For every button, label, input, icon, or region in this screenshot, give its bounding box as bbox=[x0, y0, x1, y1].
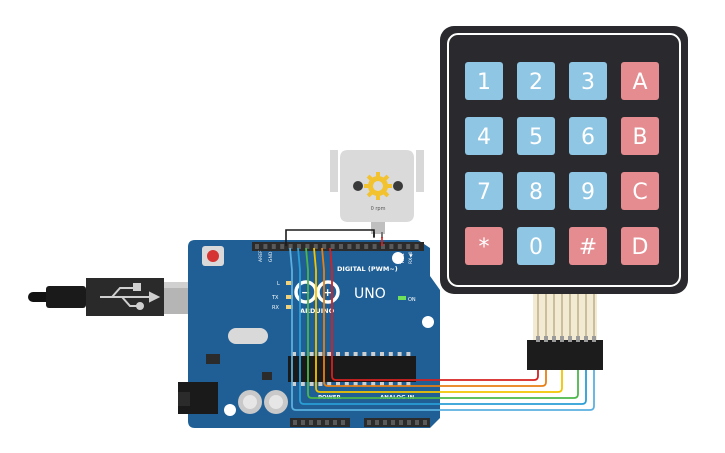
keypad-key-label: 6 bbox=[581, 125, 595, 150]
keypad-wire[interactable] bbox=[321, 247, 547, 387]
keypad-key-label: A bbox=[632, 70, 647, 95]
keypad-key-label: 5 bbox=[529, 125, 543, 150]
keypad-key-8[interactable]: 8 bbox=[517, 172, 555, 210]
keypad-wire[interactable] bbox=[305, 247, 579, 399]
keypad-wire[interactable] bbox=[313, 247, 563, 393]
usb-cable[interactable] bbox=[28, 278, 210, 316]
on-led bbox=[398, 296, 406, 300]
on-label: ON bbox=[408, 297, 416, 303]
keypad-key-label: 7 bbox=[477, 180, 491, 205]
voltage-regulator bbox=[206, 354, 220, 364]
mounting-hole bbox=[392, 252, 404, 264]
keypad-key-5[interactable]: 5 bbox=[517, 117, 555, 155]
capacitor bbox=[238, 390, 262, 414]
keypad-key-0[interactable]: 0 bbox=[517, 227, 555, 265]
keypad-4x4[interactable]: 1 2 3 A 4 5 6 B 7 8 9 C * 0 # D bbox=[440, 26, 688, 370]
keypad-connector[interactable] bbox=[527, 340, 603, 370]
motor-screw bbox=[353, 181, 363, 191]
keypad-wire[interactable] bbox=[297, 247, 587, 405]
keypad-key-label: 0 bbox=[529, 235, 543, 260]
keypad-key-label: C bbox=[632, 180, 647, 205]
keypad-key-label: D bbox=[632, 235, 649, 260]
analog-header[interactable] bbox=[364, 418, 430, 427]
keypad-key-C[interactable]: C bbox=[621, 172, 659, 210]
arduino-uno-board[interactable]: AREF GND DIGITAL (PWM~) TX▸1 RX◀0 L TX R… bbox=[178, 240, 440, 428]
usb-icon bbox=[100, 283, 161, 310]
keypad-key-label: 1 bbox=[477, 70, 491, 95]
keypad-key-label: 2 bbox=[529, 70, 543, 95]
keypad-key-#[interactable]: # bbox=[569, 227, 607, 265]
l-led bbox=[286, 281, 293, 285]
svg-text:+: + bbox=[323, 286, 332, 299]
keypad-key-label: 3 bbox=[581, 70, 595, 95]
model-label: UNO bbox=[354, 286, 386, 302]
keypad-key-4[interactable]: 4 bbox=[465, 117, 503, 155]
crystal-oscillator bbox=[228, 328, 268, 344]
atmega-chip[interactable] bbox=[288, 352, 416, 386]
connector-pin[interactable] bbox=[576, 336, 580, 342]
digital-pins bbox=[255, 244, 419, 249]
keypad-key-D[interactable]: D bbox=[621, 227, 659, 265]
connector-pin[interactable] bbox=[536, 336, 540, 342]
connector-pin[interactable] bbox=[552, 336, 556, 342]
keypad-key-3[interactable]: 3 bbox=[569, 62, 607, 100]
gear-icon bbox=[364, 172, 392, 200]
aref-label: AREF bbox=[258, 250, 264, 262]
keypad-key-1[interactable]: 1 bbox=[465, 62, 503, 100]
keypad-key-label: 8 bbox=[529, 180, 543, 205]
connector-pin[interactable] bbox=[568, 336, 572, 342]
digital-header[interactable] bbox=[252, 242, 424, 251]
reset-button[interactable] bbox=[202, 246, 224, 266]
keypad-key-label: B bbox=[632, 125, 647, 150]
svg-text:−: − bbox=[301, 286, 310, 299]
keypad-wires[interactable] bbox=[289, 247, 595, 411]
tx-led bbox=[286, 295, 293, 299]
keypad-key-A[interactable]: A bbox=[621, 62, 659, 100]
tx-pin-label: TX▸1 bbox=[400, 253, 406, 265]
connector-pin[interactable] bbox=[544, 336, 548, 342]
keypad-key-9[interactable]: 9 bbox=[569, 172, 607, 210]
digital-header-label: DIGITAL (PWM~) bbox=[337, 265, 398, 273]
gnd-label: GND bbox=[268, 251, 274, 262]
keypad-key-2[interactable]: 2 bbox=[517, 62, 555, 100]
keypad-key-label: * bbox=[479, 235, 490, 260]
dc-motor[interactable]: 0 rpm bbox=[330, 150, 424, 238]
keypad-key-label: 9 bbox=[581, 180, 595, 205]
keypad-key-B[interactable]: B bbox=[621, 117, 659, 155]
rx-pin-label: RX◀0 bbox=[408, 251, 414, 264]
keypad-wire[interactable] bbox=[329, 247, 539, 381]
brand-label: ARDUINO bbox=[300, 307, 335, 315]
l-led-label: L bbox=[277, 281, 280, 287]
motor-screw bbox=[393, 181, 403, 191]
keypad-key-7[interactable]: 7 bbox=[465, 172, 503, 210]
keypad-key-label: # bbox=[579, 235, 597, 260]
keypad-key-*[interactable]: * bbox=[465, 227, 503, 265]
connector-pin[interactable] bbox=[584, 336, 588, 342]
keypad-wire[interactable] bbox=[289, 247, 595, 411]
mounting-hole bbox=[422, 316, 434, 328]
motor-rpm-readout: 0 rpm bbox=[371, 206, 386, 212]
connector-pin[interactable] bbox=[560, 336, 564, 342]
rx-led bbox=[286, 305, 293, 309]
tx-led-label: TX bbox=[271, 295, 279, 301]
rx-led-label: RX bbox=[272, 305, 279, 311]
keypad-key-6[interactable]: 6 bbox=[569, 117, 607, 155]
capacitor bbox=[264, 390, 288, 414]
keypad-ribbon-cable bbox=[533, 294, 597, 340]
keypad-key-label: 4 bbox=[477, 125, 491, 150]
connector-pin[interactable] bbox=[592, 336, 596, 342]
motor-wire-black[interactable] bbox=[285, 229, 375, 246]
mounting-hole bbox=[224, 404, 236, 416]
